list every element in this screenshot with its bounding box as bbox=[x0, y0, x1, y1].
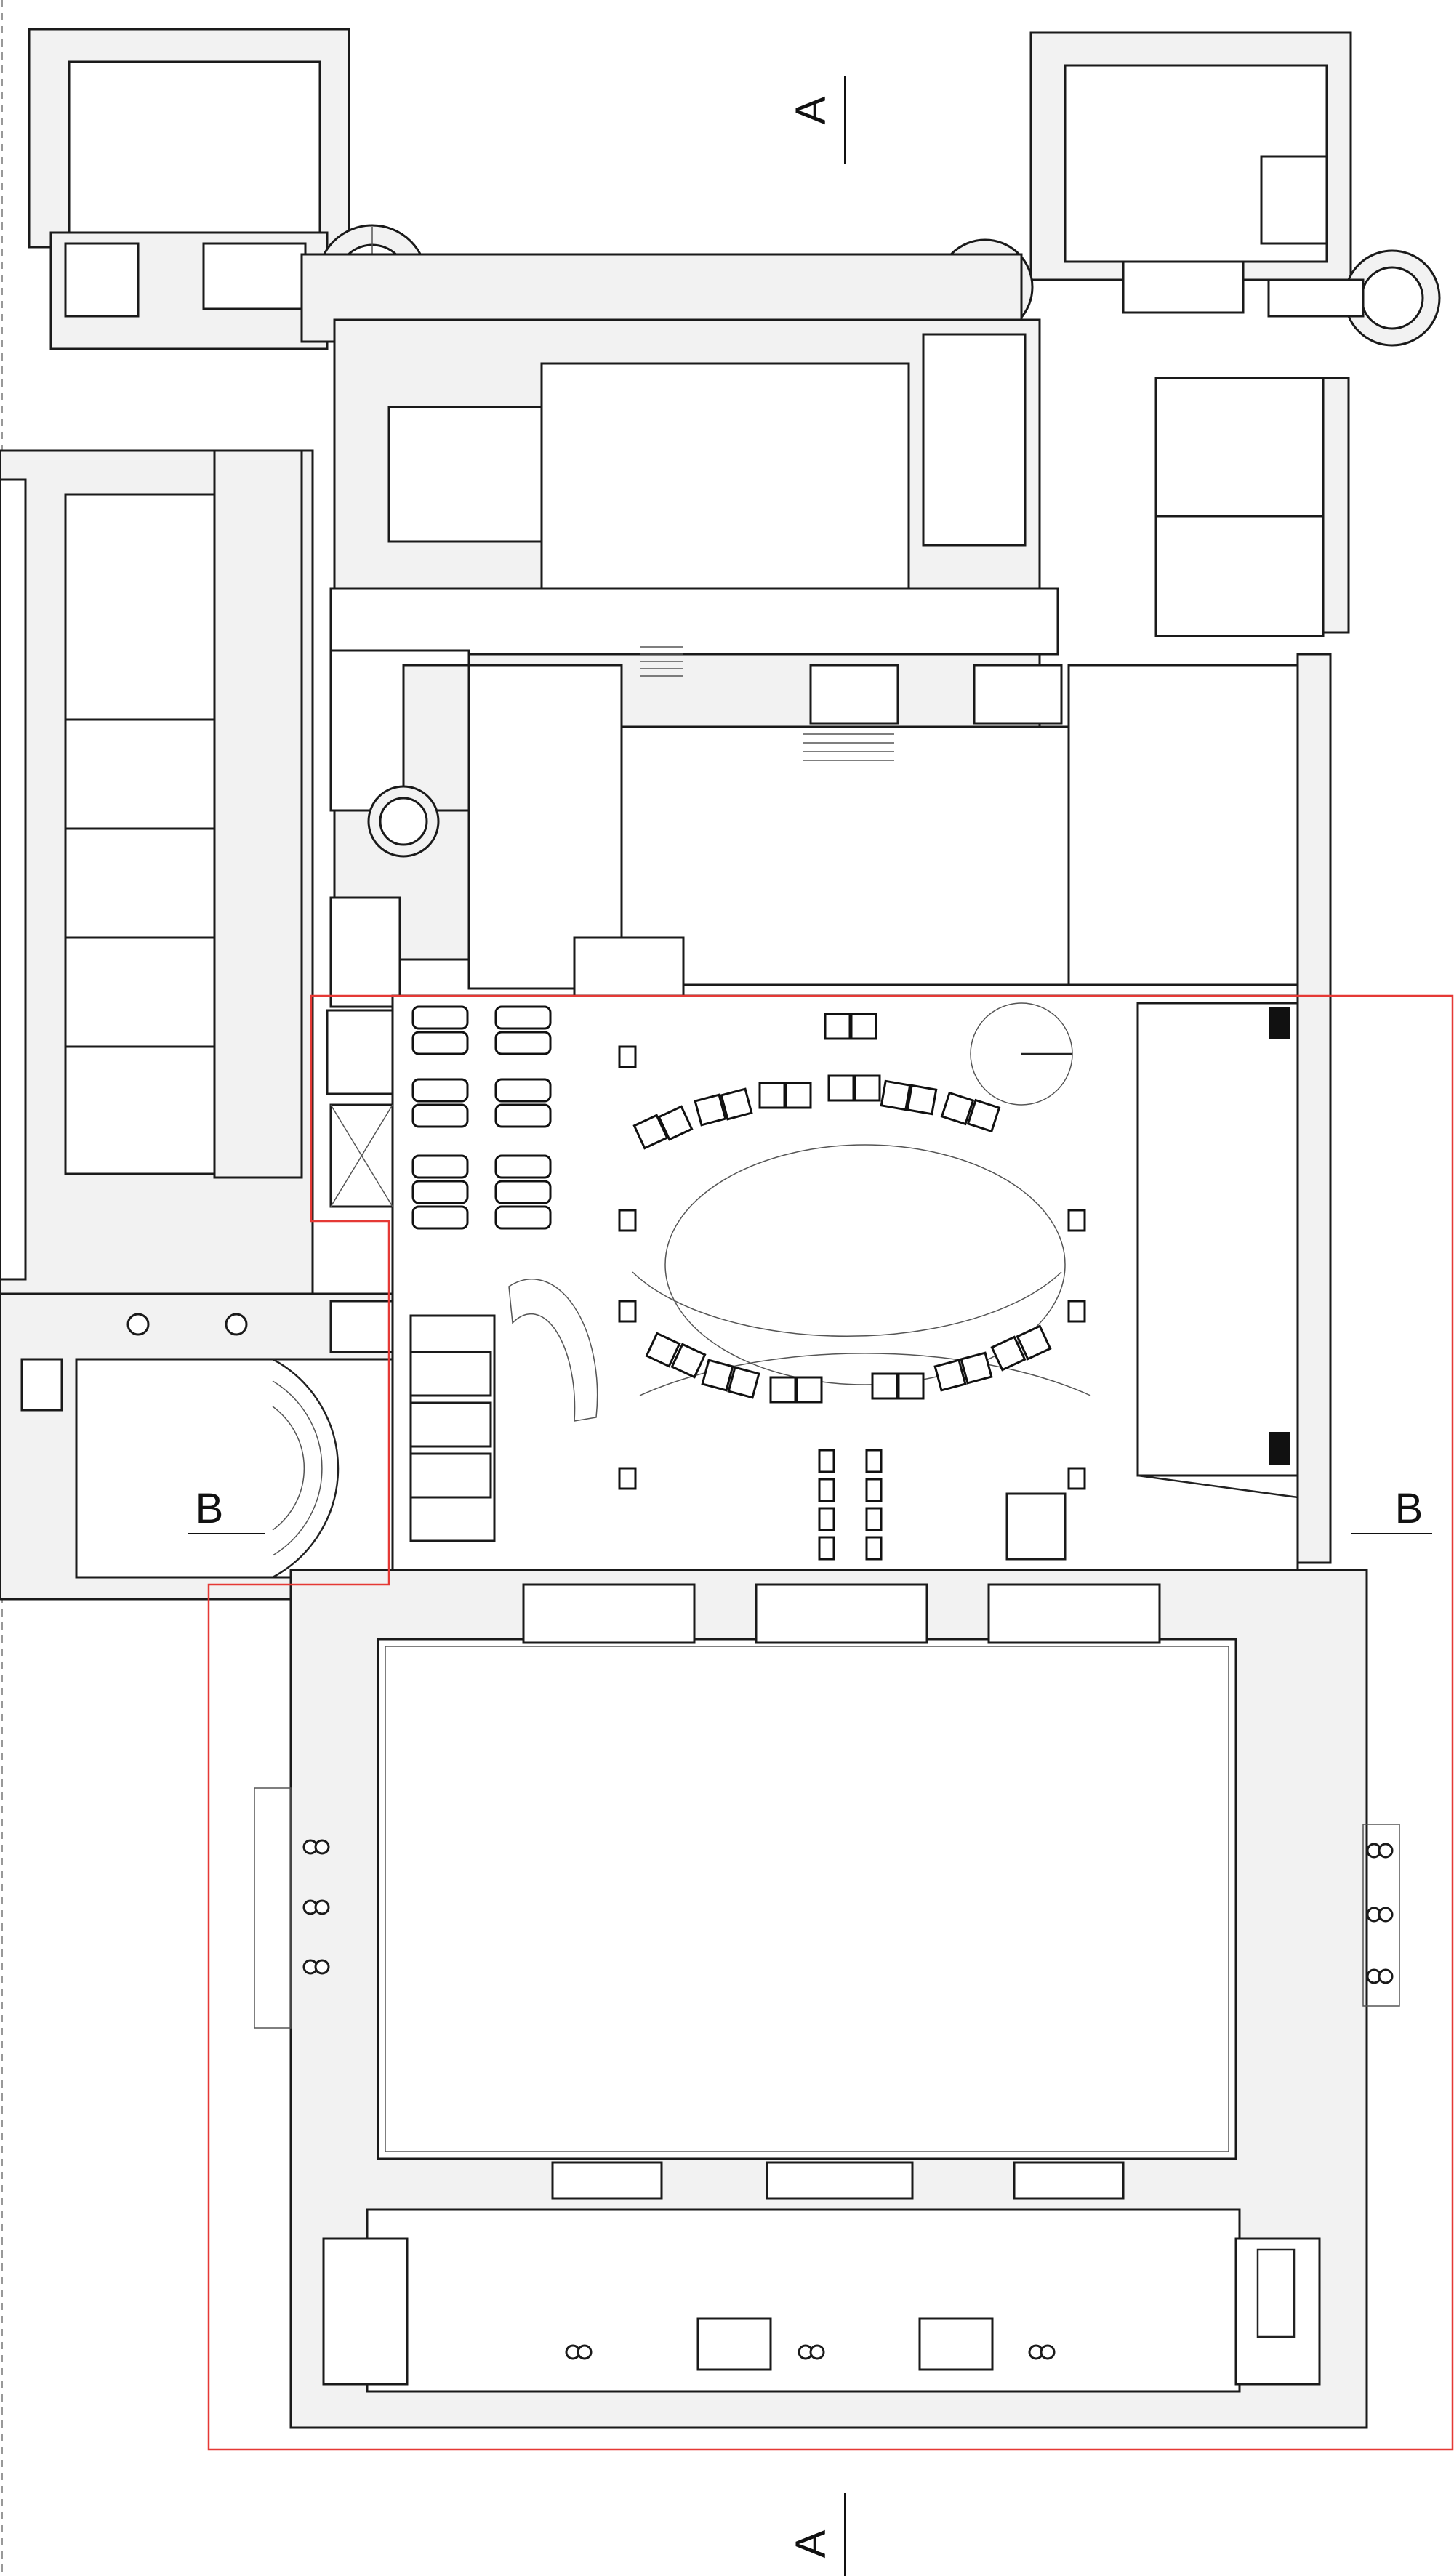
section-label-b-left: B bbox=[196, 1485, 224, 1532]
section-label-a-bottom: A bbox=[787, 2529, 835, 2558]
west-stair-hall bbox=[0, 1292, 409, 1601]
column-pairs bbox=[302, 1839, 1394, 2360]
section-marker-a-top: A bbox=[787, 76, 846, 164]
section-marker-b-right: B bbox=[1351, 1485, 1432, 1534]
south-great-hall bbox=[254, 1569, 1400, 2429]
lobby-seating bbox=[411, 1005, 1086, 1561]
chair-columns-south bbox=[818, 1449, 883, 1561]
sofa-column-left bbox=[411, 1005, 469, 1230]
west-wing bbox=[0, 449, 314, 1310]
east-wall bbox=[1296, 653, 1332, 1564]
northwest-wing bbox=[28, 28, 428, 350]
chair-arc-top bbox=[632, 1013, 1001, 1150]
section-label-b-right: B bbox=[1395, 1485, 1423, 1532]
elevator-core bbox=[326, 1009, 1067, 1561]
chair-arc-bottom bbox=[645, 1324, 1052, 1404]
lobby-columns bbox=[618, 1045, 1086, 1490]
central-north-block bbox=[300, 253, 1299, 1008]
highlight-boundary bbox=[207, 994, 1454, 2451]
sofa-column-right bbox=[494, 1005, 552, 1230]
section-label-a-top: A bbox=[787, 96, 835, 124]
washrooms bbox=[409, 1314, 496, 1542]
section-marker-a-bottom: A bbox=[787, 2493, 846, 2576]
section-marker-b-left: B bbox=[188, 1485, 265, 1534]
